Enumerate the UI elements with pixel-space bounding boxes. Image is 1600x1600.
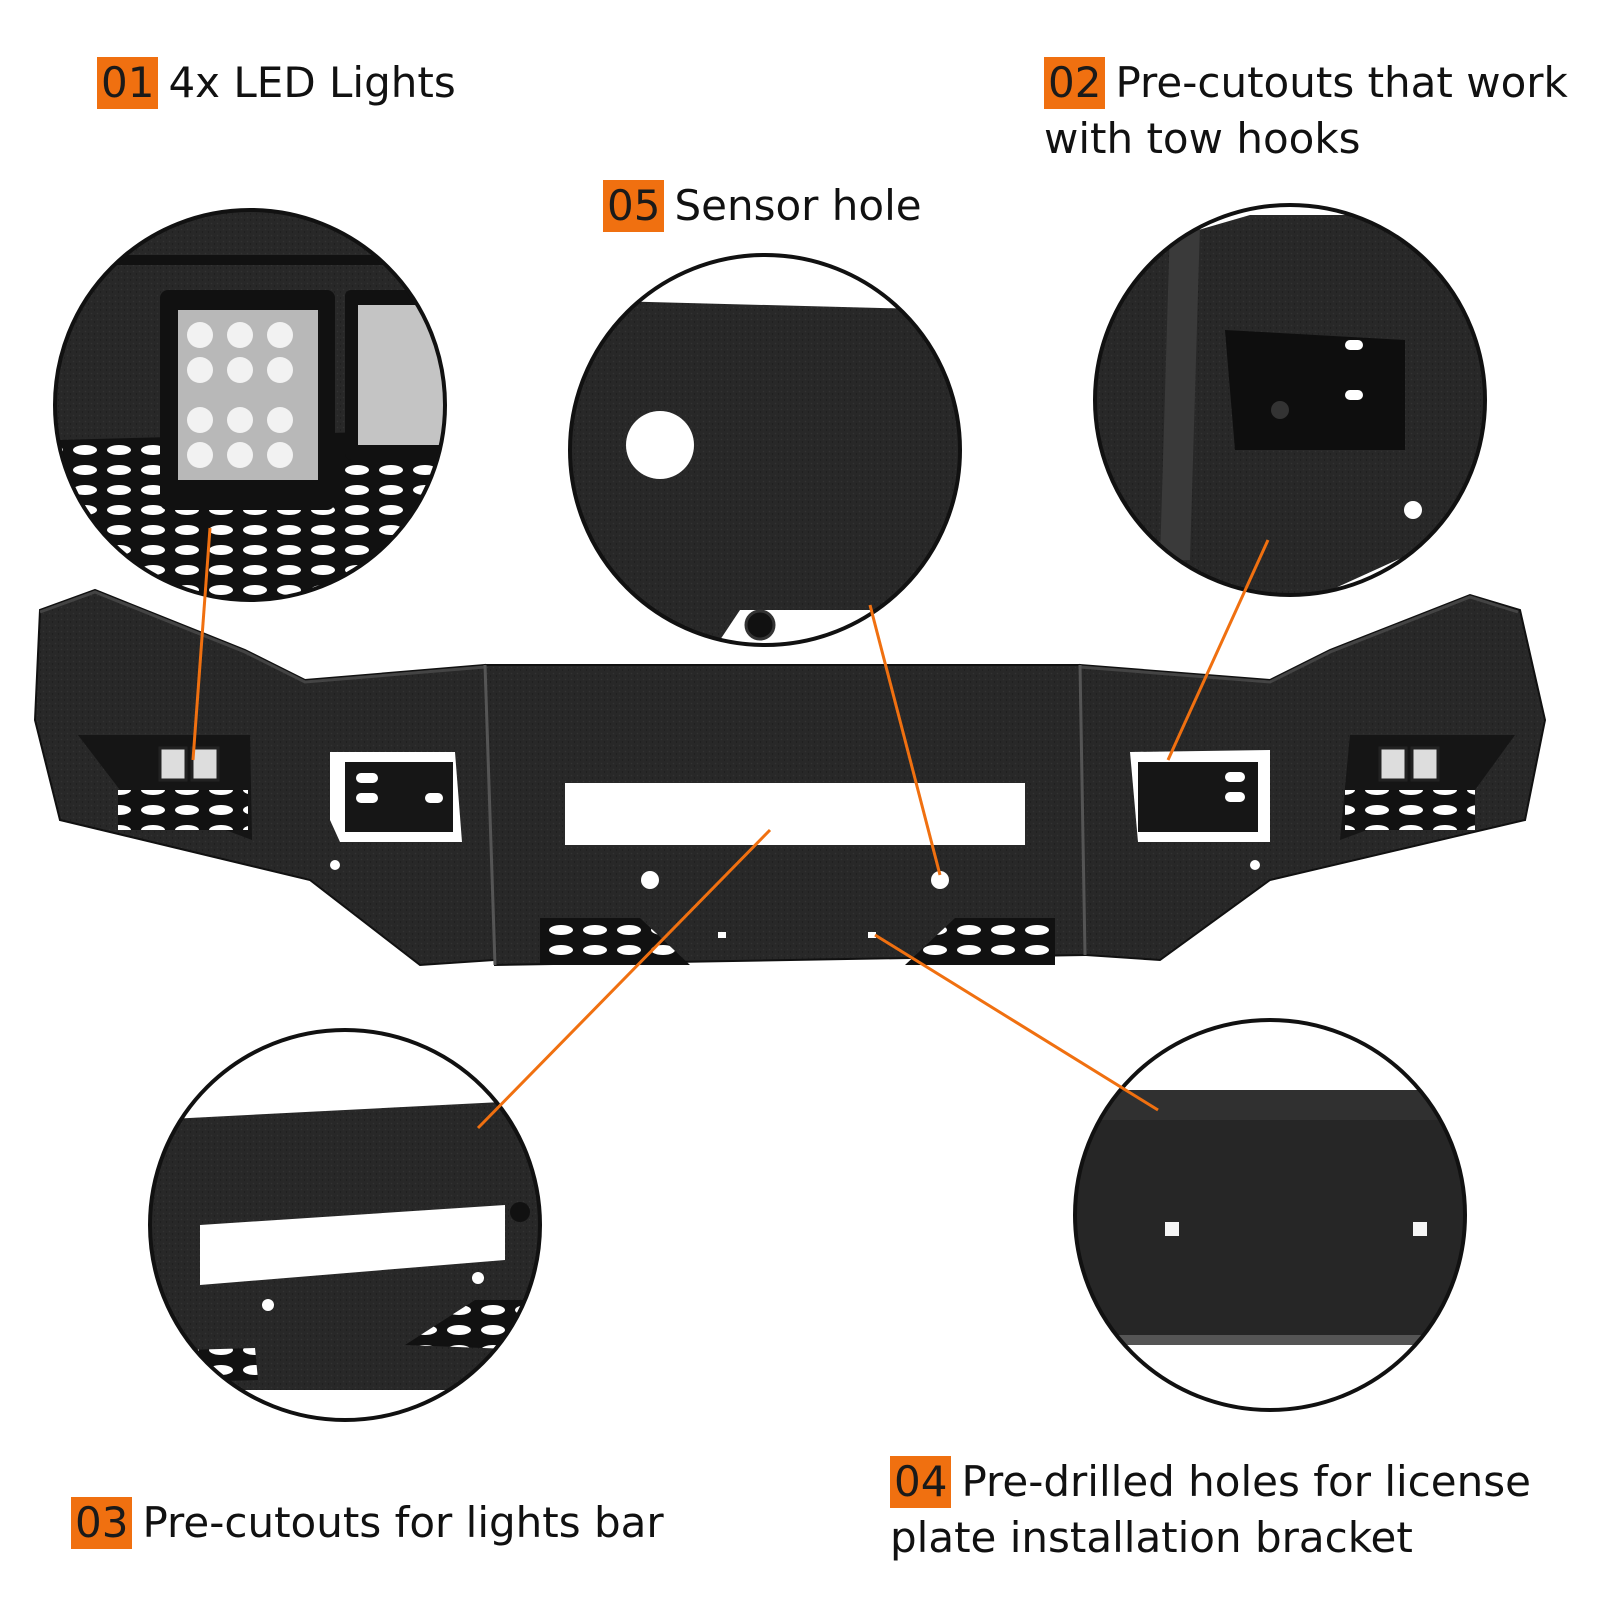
zoom-tow-hooks — [1095, 205, 1485, 595]
feature-04-text: Pre-drilled holes for license — [961, 1457, 1531, 1506]
feature-05-text: Sensor hole — [674, 181, 922, 230]
feature-02-number: 02 — [1044, 57, 1106, 109]
callout-line-02 — [1166, 539, 1270, 761]
zoom-light-bar — [150, 1030, 540, 1420]
bumper-right-wing — [1078, 593, 1547, 962]
feature-03-number: 03 — [71, 1497, 133, 1549]
feature-02-text: Pre-cutouts that work — [1115, 58, 1568, 107]
callout-line-05 — [868, 604, 942, 876]
zoom-sensor-hole — [570, 255, 960, 645]
feature-04-text-line2: plate installation bracket — [890, 1513, 1413, 1562]
zoom-license-holes — [1075, 1020, 1465, 1410]
feature-01-number: 01 — [97, 57, 159, 109]
feature-04-number: 04 — [890, 1456, 952, 1508]
bumper — [33, 588, 1547, 967]
feature-05-number: 05 — [603, 180, 665, 232]
feature-01-text: 4x LED Lights — [168, 58, 456, 107]
feature-02-text-line2: with tow hooks — [1044, 114, 1361, 163]
feature-03-text: Pre-cutouts for lights bar — [142, 1498, 664, 1547]
callout-line-04 — [874, 933, 1159, 1112]
callout-lines — [191, 527, 1270, 1130]
callout-line-01 — [191, 527, 212, 761]
light-bar-cutout — [565, 783, 1025, 845]
callout-line-03 — [476, 828, 772, 1130]
